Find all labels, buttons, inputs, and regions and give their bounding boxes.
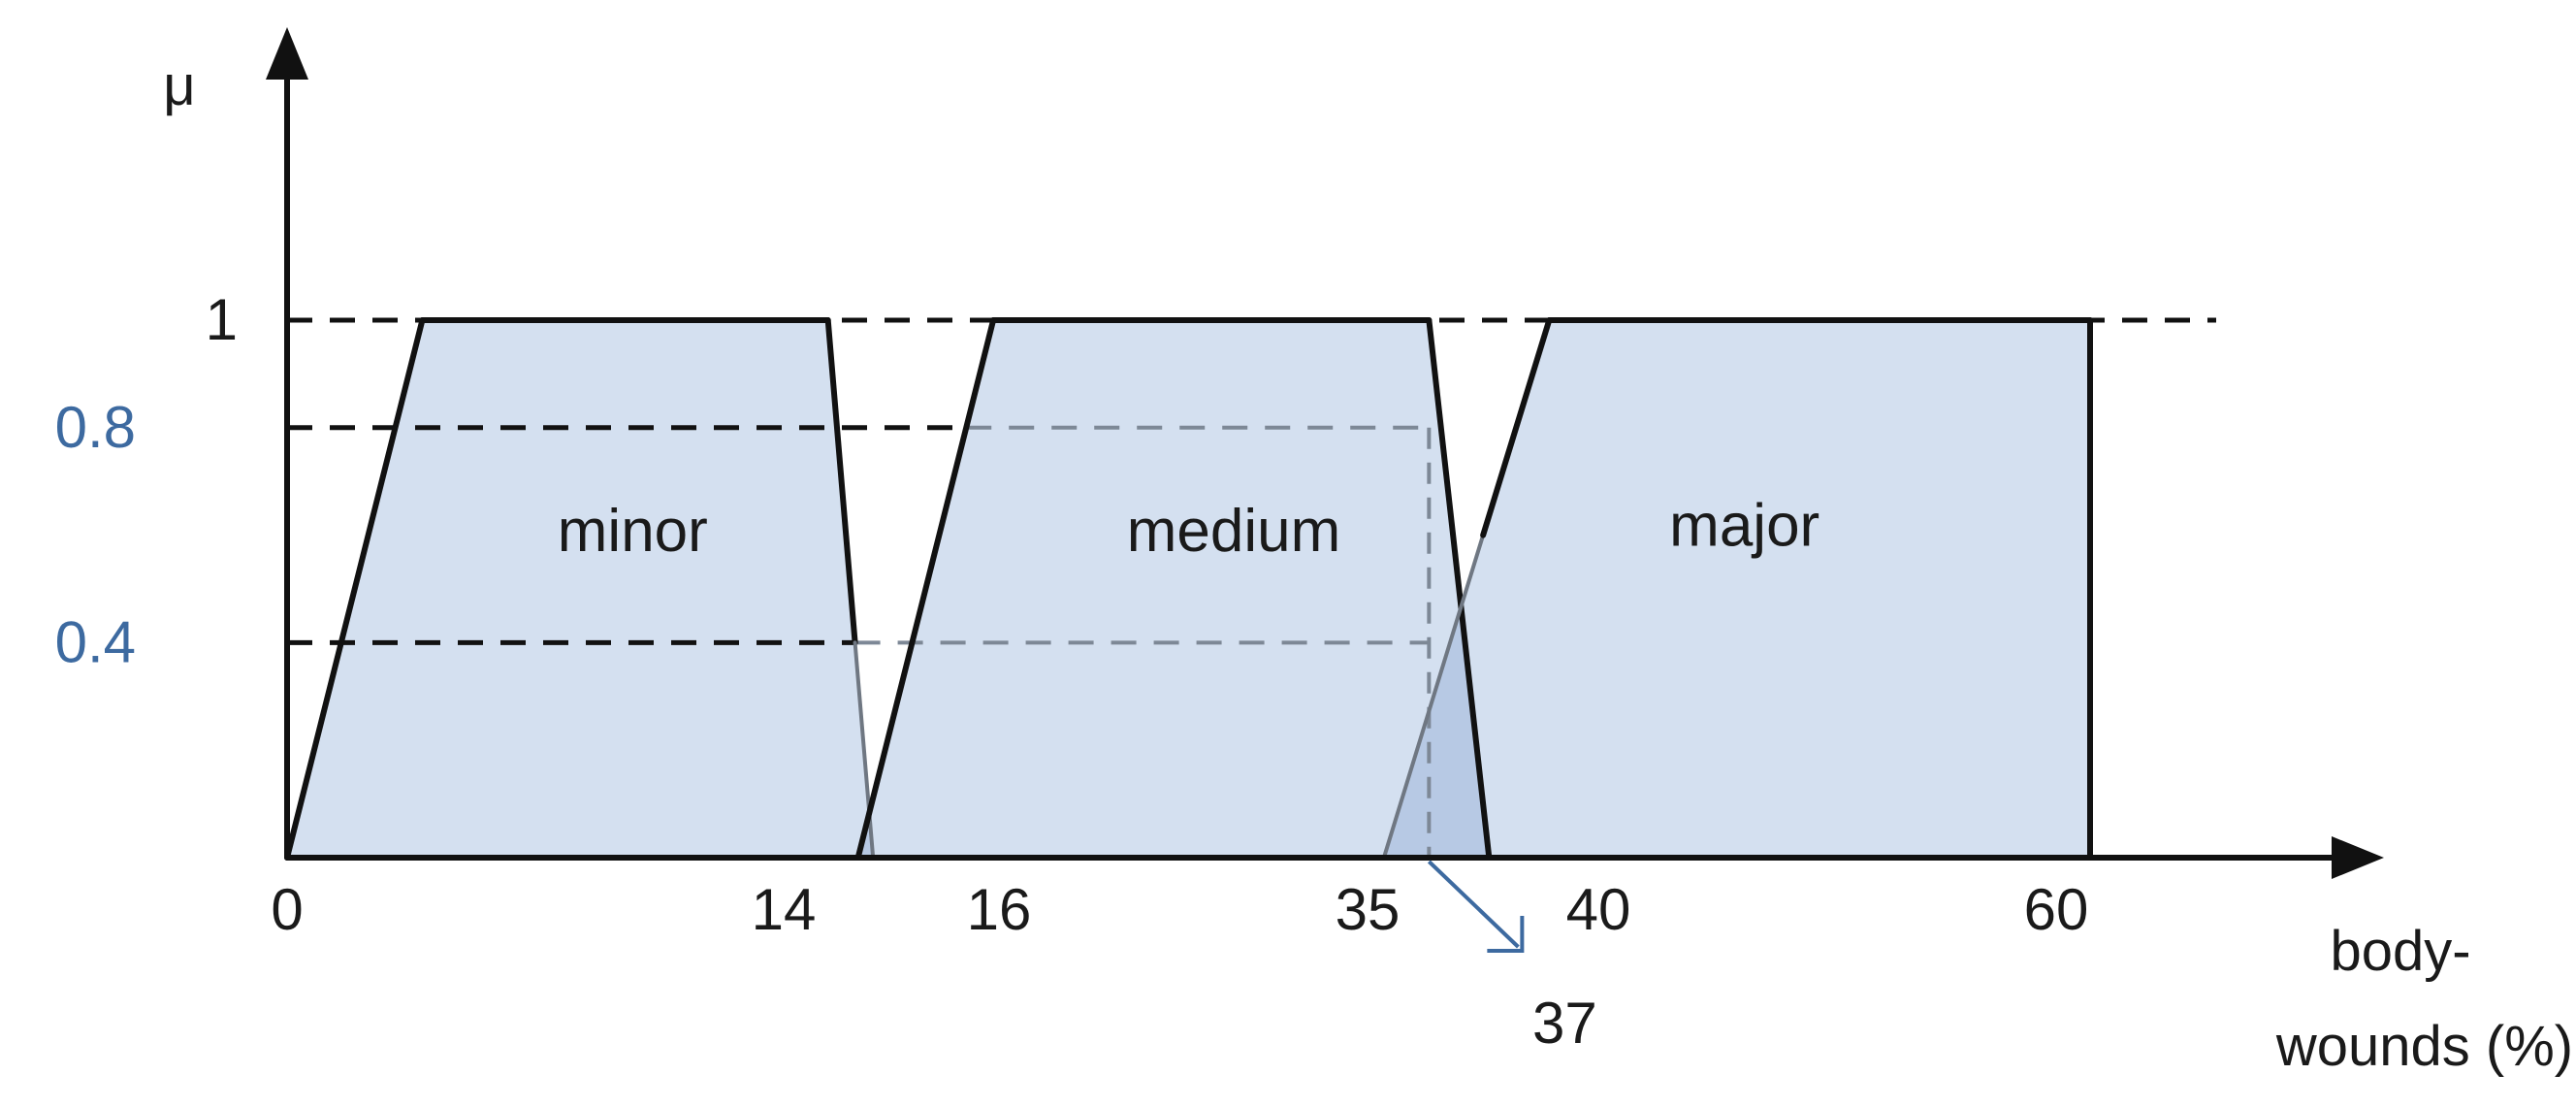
y-tick-label-0.4: 0.4 [55,609,136,674]
set-fill-medium [857,320,1490,858]
x-tick-label-35: 35 [1336,877,1401,942]
minor-right-edge-hidden [853,640,876,860]
y-tick-label-1: 1 [206,287,238,352]
annotation-arrow-icon [1487,916,1525,953]
chart-labels: μ 1 0.8 0.4 0 14 16 35 40 60 37 body-wounds (%) mino… [55,54,2574,1078]
minor-left-edge [284,317,426,861]
annotation-label-37: 37 [1532,991,1597,1056]
y-axis-arrow-icon [266,27,308,80]
medium-left-edge [854,317,997,861]
x-tick-label-40: 40 [1566,877,1631,942]
major-left-edge [1480,317,1553,538]
annotation-arrow-line [1427,860,1520,949]
y-axis-title: μ [163,54,195,117]
set-label-medium: medium [1127,498,1341,565]
set-fill-major [1383,320,2090,858]
axes [266,27,2384,953]
x-tick-label-0: 0 [271,877,303,942]
y-tick-label-0.8: 0.8 [55,395,136,460]
set-label-minor: minor [558,498,708,565]
set-label-major: major [1669,493,1819,560]
major-left-edge-hidden [1381,533,1486,860]
minor-right-edge [824,317,858,646]
x-tick-label-14: 14 [752,877,817,942]
x-tick-label-16: 16 [967,877,1032,942]
x-axis-arrow-icon [2332,836,2384,879]
x-tick-label-60: 60 [2024,877,2089,942]
x-axis-title-line-2: wounds (%) [2275,1015,2573,1078]
set-fill-minor [287,320,874,858]
medium-right-edge [1426,317,1493,861]
x-axis-title-line-1: body- [2330,920,2470,983]
set-fills [287,320,2090,858]
